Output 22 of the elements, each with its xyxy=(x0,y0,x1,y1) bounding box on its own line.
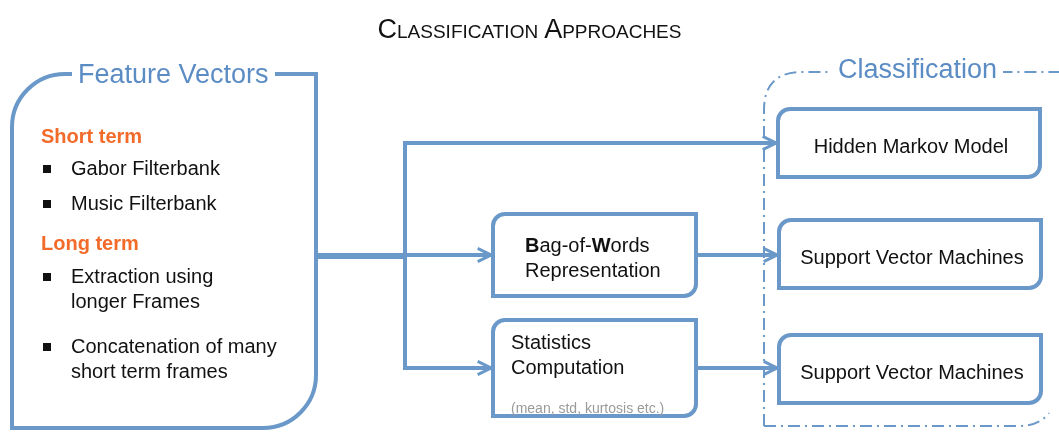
box-label: Bag-of-Words Representation xyxy=(525,233,662,283)
arrow xyxy=(318,246,493,264)
process-box xyxy=(491,318,698,418)
section-heading: Short term xyxy=(41,124,143,149)
process-box xyxy=(777,218,1043,290)
note-text: (mean, std, kurtosis etc.) xyxy=(511,399,666,418)
diagram-title: Classification Approaches xyxy=(376,14,683,45)
list-item: Music Filterbank xyxy=(41,191,341,216)
box-label: Statistics Computation xyxy=(511,330,626,380)
list-item: Extraction using longer Frames xyxy=(41,264,271,314)
arrow xyxy=(698,246,779,264)
process-box xyxy=(776,107,1042,179)
section-heading: Long term xyxy=(41,231,139,256)
list-item: Concatenation of many short term frames xyxy=(41,334,321,384)
process-box xyxy=(491,212,698,298)
arrow xyxy=(698,359,779,377)
box-label: Hidden Markov Model xyxy=(812,134,1010,159)
box-label: Support Vector Machines xyxy=(799,360,1025,385)
process-box xyxy=(777,333,1043,405)
list-item: Gabor Filterbank xyxy=(41,156,341,181)
arrow xyxy=(318,255,493,377)
box-label: Support Vector Machines xyxy=(799,245,1025,270)
